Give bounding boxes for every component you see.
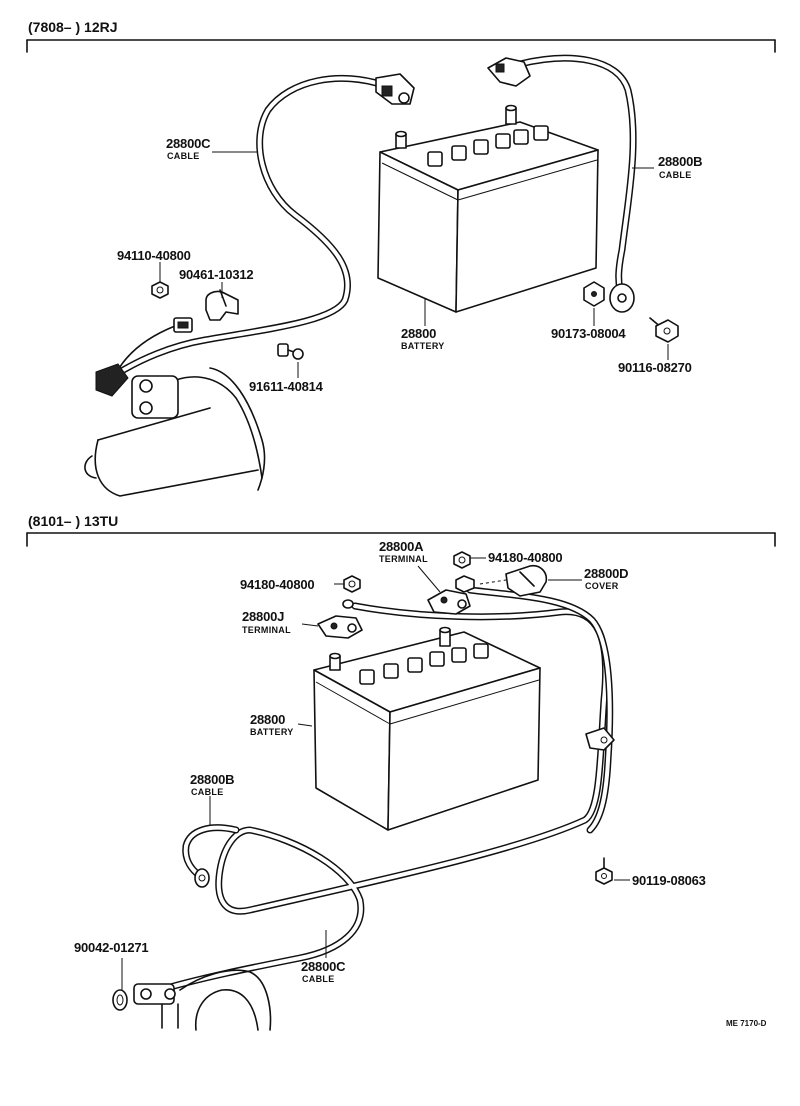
cable-c-bottom-name: CABLE (302, 974, 335, 984)
bolt-90116-illustration (649, 317, 679, 343)
cable-b-top-name: CABLE (659, 170, 692, 180)
battery-bottom-name: BATTERY (250, 727, 294, 737)
nut-90173-illustration (583, 281, 605, 307)
bolt-90119-number: 90119-08063 (632, 873, 706, 888)
clamp-90461-illustration (205, 289, 239, 321)
cover-d-illustration (455, 564, 548, 597)
terminal-a-number: 28800A (379, 539, 424, 554)
bolt-90119-illustration (595, 857, 613, 885)
leader-lines-bottom (121, 557, 630, 990)
nut-94180-right-number: 94180-40800 (488, 550, 563, 565)
battery-bottom-number: 28800 (250, 712, 286, 727)
bolt-90116-number: 90116-08270 (618, 360, 692, 375)
leader-lines-top (159, 151, 669, 378)
cable-c-bottom-number: 28800C (301, 959, 346, 974)
terminal-j-name: TERMINAL (242, 625, 291, 635)
section-range-bottom: (8101– ) 13TU (28, 513, 119, 529)
bolt-91611-number: 91611-40814 (249, 379, 323, 394)
cable-c-top-name: CABLE (167, 151, 200, 161)
washer-90042-number: 90042-01271 (74, 940, 149, 955)
battery-top-name: BATTERY (401, 341, 445, 351)
bolt-91611-illustration (277, 343, 304, 360)
nut-94180-left-number: 94180-40800 (240, 577, 315, 592)
cable-c-top-illustration (95, 73, 415, 397)
cable-harness-bottom-illustration (156, 586, 615, 994)
terminal-j-number: 28800J (242, 609, 285, 624)
section-bracket-top (26, 39, 776, 53)
cable-b-bottom-name: CABLE (191, 787, 224, 797)
terminal-j-illustration (317, 599, 363, 639)
nut-94110-number: 94110-40800 (117, 248, 191, 263)
battery-top-illustration (377, 104, 599, 313)
starter-motor-top-illustration (84, 367, 266, 497)
section-range-top: (7808– ) 12RJ (28, 19, 118, 35)
section-bracket-bottom (26, 532, 776, 547)
nut-90173-number: 90173-08004 (551, 326, 626, 341)
cover-d-number: 28800D (584, 566, 629, 581)
cable-b-top-illustration (487, 54, 637, 313)
battery-bottom-illustration (313, 626, 541, 831)
cover-d-name: COVER (585, 581, 619, 591)
nut-94180-left-illustration (343, 575, 361, 593)
cable-b-top-number: 28800B (658, 154, 703, 169)
nut-94110-illustration (151, 281, 169, 299)
washer-90042-illustration (112, 989, 128, 1011)
cable-b-bottom-number: 28800B (190, 772, 235, 787)
starter-motor-bottom-illustration (133, 969, 272, 1031)
cable-c-top-number: 28800C (166, 136, 211, 151)
clamp-90461-number: 90461-10312 (179, 267, 254, 282)
terminal-a-name: TERMINAL (379, 554, 428, 564)
cable-b-bottom-illustration (182, 824, 240, 888)
nut-94180-right-illustration (453, 551, 471, 569)
drawing-code: ME 7170-D (726, 1019, 767, 1028)
battery-top-number: 28800 (401, 326, 437, 341)
terminal-a-illustration (427, 589, 471, 615)
